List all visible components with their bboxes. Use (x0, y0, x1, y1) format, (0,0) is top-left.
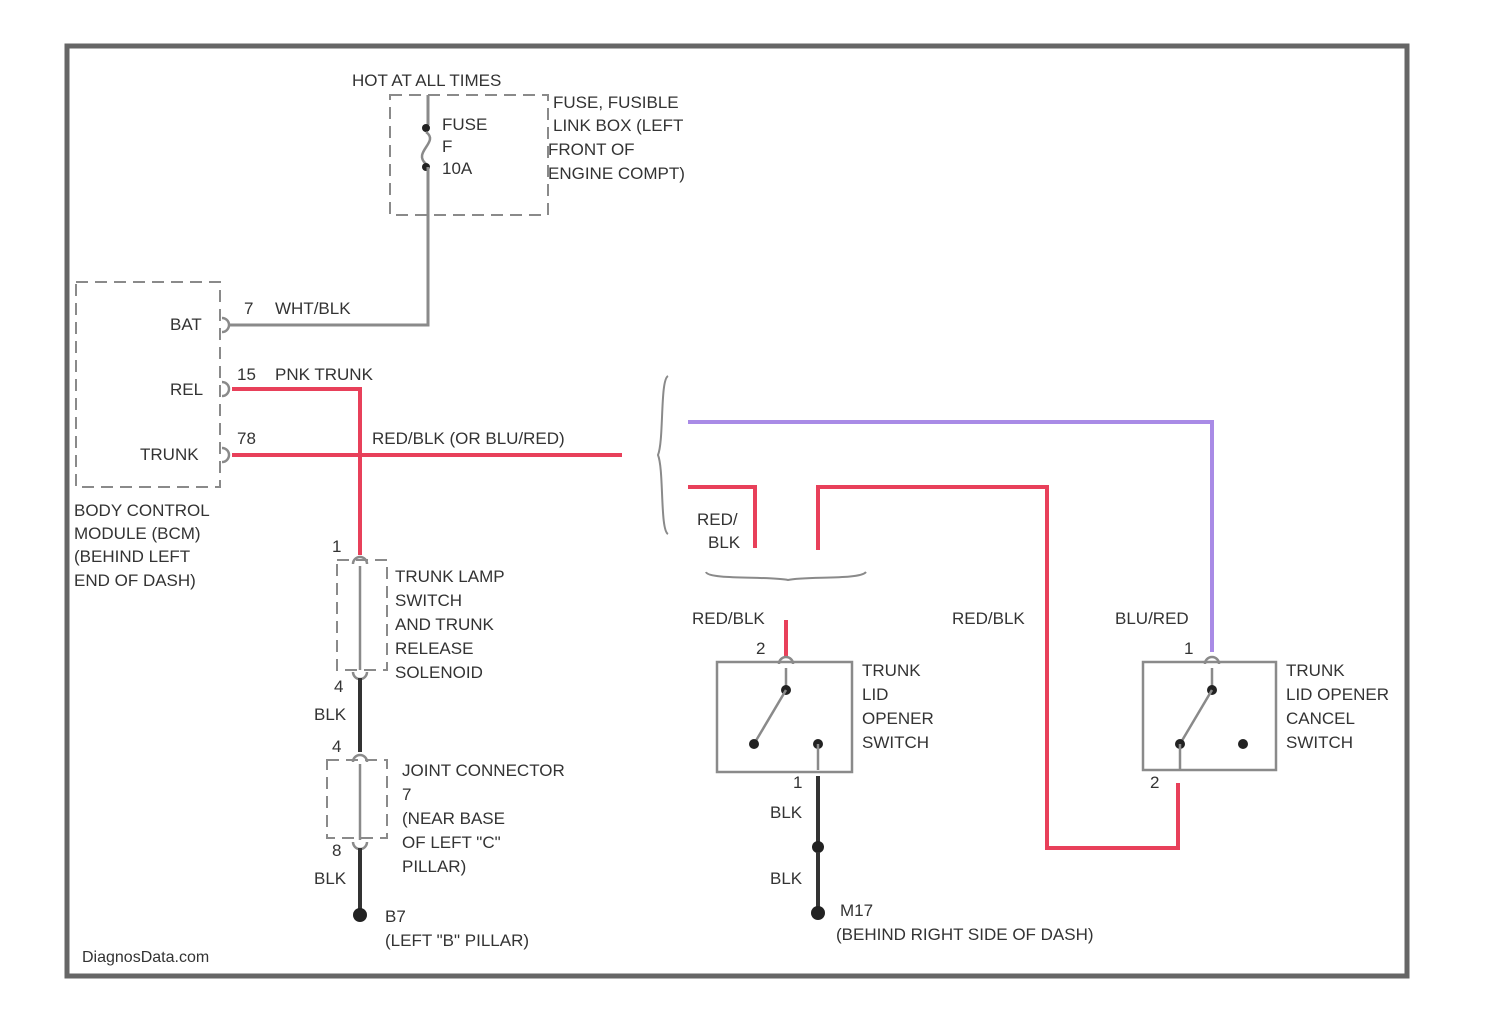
bcm-desc-1: BODY CONTROL (74, 501, 210, 520)
joint-desc-2: 7 (402, 785, 411, 804)
cancel-desc-2: LID OPENER (1286, 685, 1389, 704)
wire-option-brace-icon (658, 376, 668, 534)
joint-pin-bottom: 8 (332, 841, 341, 860)
ground-1-label: B7 (385, 907, 406, 926)
cancel-pin-top: 1 (1184, 639, 1193, 658)
joint-desc-1: JOINT CONNECTOR (402, 761, 565, 780)
rel-wire (232, 389, 360, 555)
bcm-desc-2: MODULE (BCM) (74, 524, 201, 543)
lid-switch-pin-bottom: 1 (793, 773, 802, 792)
cancel-contact-b-icon (1238, 739, 1248, 749)
joint-bottom-connector-icon (353, 842, 367, 849)
trunk-pin-connector-icon (222, 448, 229, 462)
lamp-switch-pin-bottom: 4 (334, 677, 343, 696)
hot-at-all-times-label: HOT AT ALL TIMES (352, 71, 501, 90)
trunk-lamp-switch-box (337, 560, 387, 670)
red-brace-label: RED/ (697, 510, 738, 529)
bcm-desc-3: (BEHIND LEFT (74, 547, 190, 566)
lid-switch-desc-4: SWITCH (862, 733, 929, 752)
fuse-number: F (442, 137, 452, 156)
bat-pin-label: BAT (170, 315, 202, 334)
lamp-switch-desc-4: RELEASE (395, 639, 473, 658)
bat-pin-connector-icon (222, 318, 229, 332)
blured-label: BLU/RED (1115, 609, 1189, 628)
rel-pin-number: 15 (237, 365, 256, 384)
rel-pin-connector-icon (222, 382, 229, 396)
lamp-switch-pin-top: 1 (332, 537, 341, 556)
lid-switch-desc-2: LID (862, 685, 888, 704)
joint-desc-5: PILLAR) (402, 857, 466, 876)
fuse-box-desc-4: ENGINE COMPT) (548, 164, 685, 183)
blk-brace-label: BLK (708, 533, 741, 552)
blk-wire-2-label: BLK (314, 869, 347, 888)
fuse-name: FUSE (442, 115, 487, 134)
lamp-switch-desc-3: AND TRUNK (395, 615, 495, 634)
cancel-arm-icon (1180, 690, 1212, 744)
trunk-wire-label: RED/BLK (OR BLU/RED) (372, 429, 565, 448)
bat-pin-number: 7 (244, 299, 253, 318)
fuse-element-icon (422, 132, 430, 164)
watermark: DiagnosData.com (82, 949, 209, 966)
trunk-lid-opener-switch-box (717, 662, 852, 772)
lid-switch-pin-top: 2 (756, 639, 765, 658)
ground-point-icon (353, 908, 367, 922)
blk-wire-1-label: BLK (314, 705, 347, 724)
joint-desc-3: (NEAR BASE (402, 809, 505, 828)
rel-wire-label: PNK TRUNK (275, 365, 374, 384)
bcm-desc-4: END OF DASH) (74, 571, 196, 590)
fuse-terminal-top-icon (422, 124, 430, 132)
lower-brace-icon (706, 572, 866, 580)
ground-2-point-icon (811, 906, 825, 920)
fuse-rating: 10A (442, 159, 473, 178)
ground-2-label: M17 (840, 901, 873, 920)
lid-switch-desc-1: TRUNK (862, 661, 921, 680)
blk-wire-4-label: BLK (770, 869, 803, 888)
fuse-box-desc-2: LINK BOX (LEFT (553, 116, 683, 135)
cancel-desc-4: SWITCH (1286, 733, 1353, 752)
bat-wire-label: WHT/BLK (275, 299, 351, 318)
trunk-pin-label: TRUNK (140, 445, 199, 464)
blk-wire-3-label: BLK (770, 803, 803, 822)
lamp-switch-bottom-connector-icon (353, 672, 367, 679)
lid-switch-contact-a-icon (749, 739, 759, 749)
joint-desc-4: OF LEFT "C" (402, 833, 501, 852)
rel-pin-label: REL (170, 380, 203, 399)
lamp-switch-desc-5: SOLENOID (395, 663, 483, 682)
cancel-desc-3: CANCEL (1286, 709, 1355, 728)
lamp-switch-desc-2: SWITCH (395, 591, 462, 610)
cancel-switch-box (1143, 662, 1276, 770)
ground-2-desc: (BEHIND RIGHT SIDE OF DASH) (836, 925, 1094, 944)
cancel-pin-bottom: 2 (1150, 773, 1159, 792)
fuse-box (390, 95, 548, 215)
fuse-box-desc-1: FUSE, FUSIBLE (553, 93, 679, 112)
lid-switch-arm-icon (754, 690, 786, 744)
redblk-label-2: RED/BLK (952, 609, 1025, 628)
lamp-switch-desc-1: TRUNK LAMP (395, 567, 505, 586)
joint-connector-box (327, 760, 387, 838)
cancel-desc-1: TRUNK (1286, 661, 1345, 680)
ground-1-desc: (LEFT "B" PILLAR) (385, 931, 529, 950)
splice-dot-icon (812, 841, 824, 853)
fuse-box-desc-3: FRONT OF (548, 140, 635, 159)
redblk-label-1: RED/BLK (692, 609, 765, 628)
joint-pin-top: 4 (332, 737, 341, 756)
trunk-pin-number: 78 (237, 429, 256, 448)
lid-switch-desc-3: OPENER (862, 709, 934, 728)
